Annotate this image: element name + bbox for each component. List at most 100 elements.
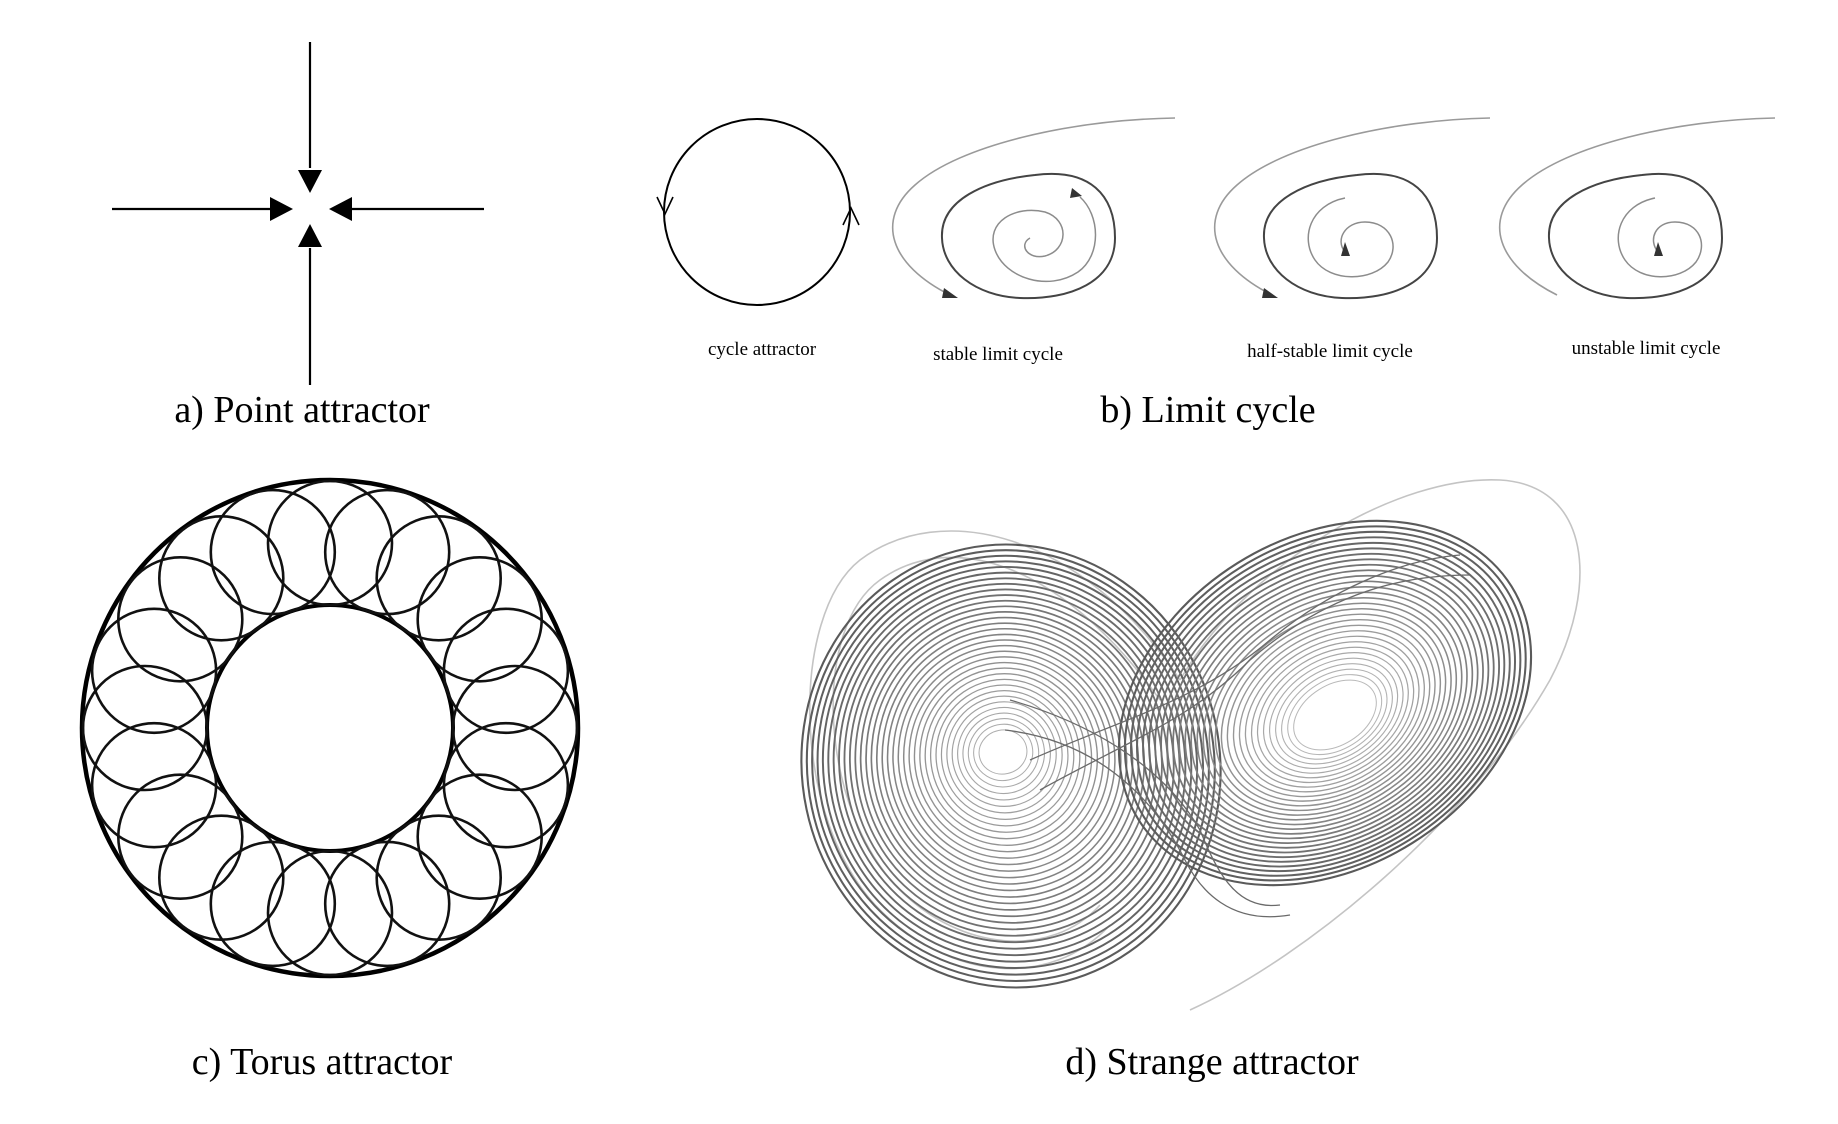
torus-loop <box>266 849 394 977</box>
half-stable-limit-cycle-diagram: half-stable limit cycle <box>1213 117 1491 362</box>
outer-loop-right <box>1179 479 1581 1011</box>
trajectory-loop <box>1123 525 1527 882</box>
torus-rings <box>79 477 581 979</box>
inner-spiral <box>992 196 1097 283</box>
torus-loop <box>209 840 337 968</box>
label-half-stable-limit-cycle: half-stable limit cycle <box>1247 341 1413 362</box>
trajectory-loop <box>1293 679 1377 751</box>
trajectory-loop <box>854 599 1163 924</box>
trajectory-loop <box>849 594 1169 931</box>
torus-loop <box>117 555 244 683</box>
trajectory-loop <box>821 565 1199 963</box>
trajectory-loop <box>1262 652 1404 774</box>
arrowhead-left <box>329 197 352 221</box>
limit-orbit <box>1547 172 1724 300</box>
trajectory-loop <box>886 633 1128 885</box>
inner-spiral <box>1307 197 1394 278</box>
caption-strange-attractor: d) Strange attractor <box>1065 1041 1359 1083</box>
arrowhead-up <box>298 224 322 247</box>
trajectory-loop <box>1232 624 1431 798</box>
trajectory-loop <box>800 543 1222 989</box>
torus-loop <box>81 664 209 792</box>
trajectory-loop <box>940 690 1069 820</box>
torus-loop <box>416 555 544 683</box>
torus-loop <box>90 721 218 849</box>
trajectory-loop <box>1226 618 1436 802</box>
unstable-limit-cycle-diagram: unstable limit cycle <box>1498 117 1776 359</box>
trajectory-loop <box>962 712 1046 795</box>
torus-attractor-panel: c) Torus attractor <box>79 477 581 1083</box>
torus-loop <box>323 488 451 616</box>
inner-spiral <box>1617 197 1703 278</box>
cycle-orbit <box>663 118 851 306</box>
point-attractor-panel: a) Point attractor <box>112 42 484 431</box>
torus-loop <box>158 814 285 942</box>
trajectory-loop <box>1238 630 1425 793</box>
outer-trajectory <box>1498 117 1776 296</box>
trajectory-loop <box>902 650 1110 866</box>
lorenz-crossing-strands <box>1004 554 1471 918</box>
torus-loop <box>442 607 570 735</box>
trajectory-loop <box>1190 586 1468 830</box>
arrowhead-down <box>298 170 322 193</box>
trajectory-loop <box>967 718 1040 788</box>
trajectory-loop <box>816 560 1205 970</box>
trajectory-loop <box>832 577 1187 950</box>
trajectory-loop <box>973 723 1034 782</box>
cycle-attractor-diagram: cycle attractor <box>656 118 860 360</box>
trajectory-loop <box>919 667 1093 846</box>
torus-loop <box>323 840 451 968</box>
trajectory-loop <box>1281 668 1388 760</box>
torus-loop <box>209 488 337 616</box>
torus-loop <box>442 721 570 849</box>
torus-loop <box>375 514 503 642</box>
limit-orbit <box>940 172 1117 300</box>
outer-trajectory <box>891 117 1176 296</box>
trajectory-loop <box>1154 552 1501 859</box>
trajectory-loop <box>1214 608 1447 812</box>
trajectory-loop <box>870 616 1146 905</box>
trajectory-loop <box>1172 569 1484 844</box>
stable-limit-cycle-diagram: stable limit cycle <box>891 117 1176 365</box>
crossing-strand <box>1029 554 1461 761</box>
caption-limit-cycle: b) Limit cycle <box>1100 389 1315 431</box>
trajectory-loop <box>957 706 1051 801</box>
trajectory-loop <box>892 639 1122 879</box>
lorenz-right-wing <box>1117 519 1533 887</box>
trajectory-loop <box>1275 663 1393 765</box>
outer-trajectory <box>1213 117 1491 296</box>
trajectory-loop <box>1269 657 1399 770</box>
trajectory-loop <box>1160 558 1495 854</box>
caption-torus-attractor: c) Torus attractor <box>192 1041 453 1083</box>
spiral-arrowhead <box>1341 242 1350 256</box>
trajectory-loop <box>1220 613 1442 807</box>
trajectory-loop <box>935 684 1075 827</box>
arrowhead-right <box>270 197 293 221</box>
trajectory-loop <box>1142 541 1511 868</box>
trajectory-loop <box>897 644 1116 872</box>
trajectory-loop <box>951 701 1057 807</box>
trajectory-loop <box>1130 530 1522 877</box>
trajectory-loop <box>1287 674 1383 756</box>
trajectory-loop <box>1256 646 1409 779</box>
trajectory-loop <box>1184 580 1474 835</box>
torus-loop <box>266 479 394 607</box>
trajectory-loop <box>978 729 1028 775</box>
limit-orbit <box>1262 172 1439 300</box>
label-unstable-limit-cycle: unstable limit cycle <box>1572 338 1721 359</box>
trajectory-arrowhead <box>1262 288 1278 298</box>
crossing-strand <box>1009 699 1281 907</box>
torus-loop <box>451 664 579 792</box>
torus-loop <box>90 607 218 735</box>
trajectory-loop <box>1208 602 1452 816</box>
trajectory-loop <box>946 695 1063 814</box>
trajectory-loop <box>913 661 1099 853</box>
limit-cycle-panel: cycle attractor stable limit cycle half-… <box>656 117 1776 431</box>
trajectory-loop <box>1178 574 1479 840</box>
strange-attractor-panel: d) Strange attractor <box>800 479 1581 1083</box>
trajectory-loop <box>875 622 1140 898</box>
trajectory-loop <box>924 673 1087 840</box>
trajectory-loop <box>865 611 1151 911</box>
trajectory-loop <box>1196 591 1463 826</box>
